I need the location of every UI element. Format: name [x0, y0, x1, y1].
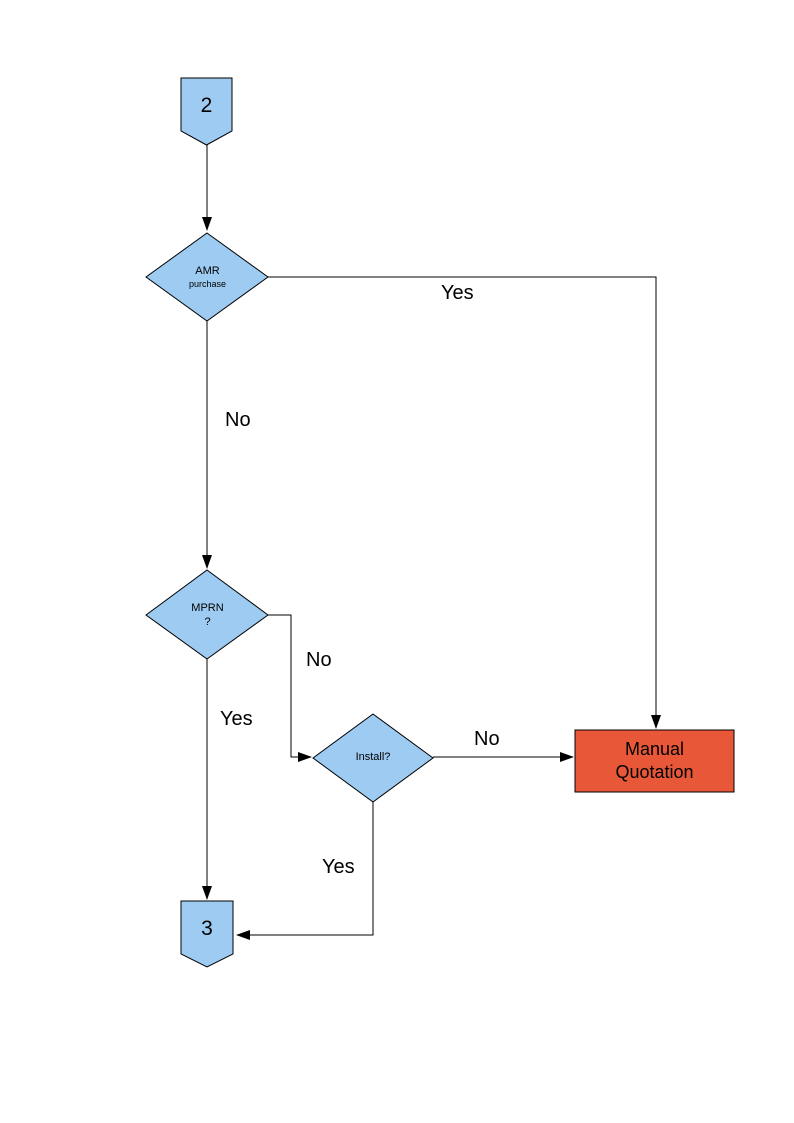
edge-install-yes-line	[236, 802, 374, 940]
edge-label-mprn-no: No	[306, 649, 332, 671]
edge-label-amr-yes: Yes	[441, 282, 474, 304]
decision-install-shape	[312, 713, 434, 803]
edge-amr-yes-line	[268, 276, 661, 729]
edge-label-mprn-yes: Yes	[220, 708, 253, 730]
edge-label-amr-no: No	[225, 409, 251, 431]
edge-label-install-yes: Yes	[322, 856, 355, 878]
decision-mprn-shape	[145, 569, 269, 660]
edge-label-install-no: No	[474, 728, 500, 750]
process-manual-quotation-shape	[574, 729, 735, 793]
edge-mprn-no-line	[268, 614, 312, 762]
offpage-connector-2-shape	[180, 77, 233, 146]
offpage-connector-3-shape	[180, 900, 234, 968]
decision-amr-shape	[145, 232, 269, 322]
